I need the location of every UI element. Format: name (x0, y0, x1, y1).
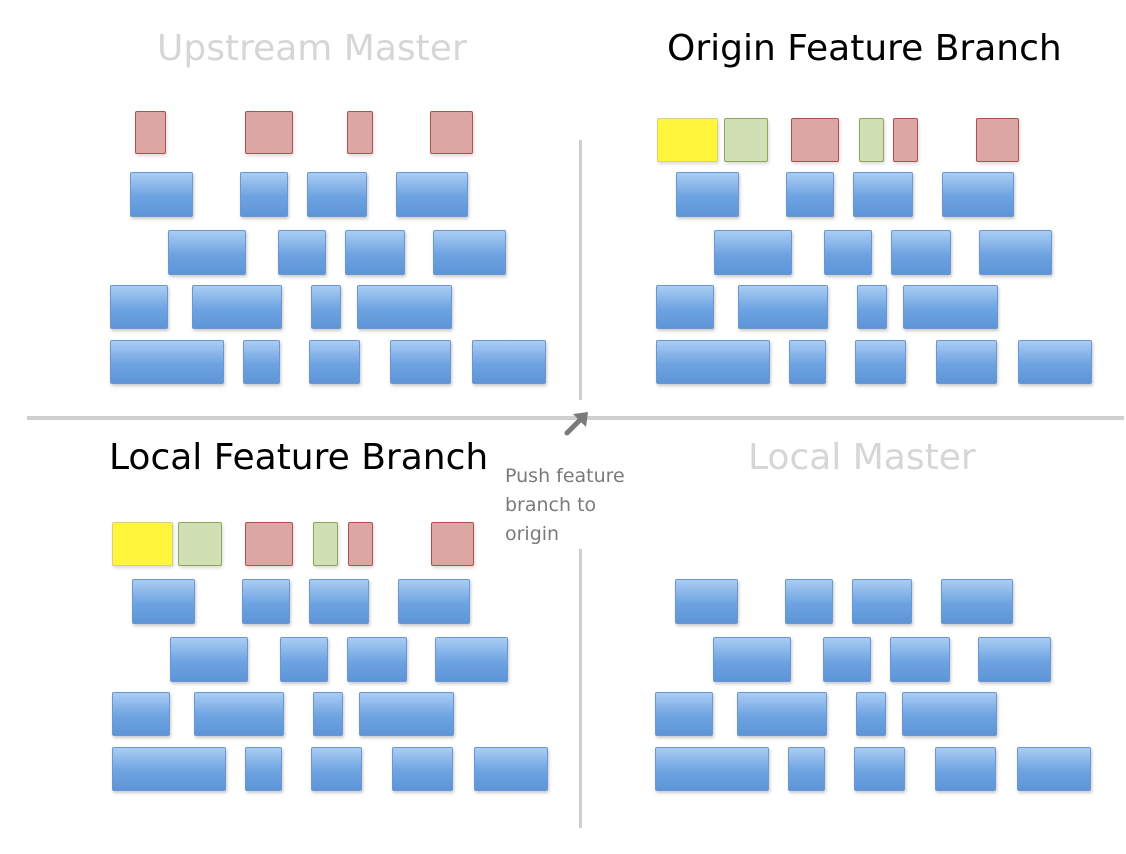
upstream-change-red-4 (430, 111, 473, 154)
upstream-change-red-1 (135, 111, 166, 154)
origin-commit-block-12 (903, 285, 998, 329)
origin-commit-block-3 (853, 172, 913, 217)
upstream-commit-block-17 (472, 340, 546, 384)
upstream-commit-block-2 (240, 172, 288, 217)
upstream-commit-block-1 (130, 172, 193, 217)
local-master-commit-block-14 (788, 747, 825, 791)
local-feature-change-red-5 (348, 522, 373, 566)
local-feature-change-red-6 (431, 522, 474, 566)
origin-commit-block-14 (789, 340, 826, 384)
upstream-change-red-2 (245, 111, 293, 154)
upstream-commit-block-13 (110, 340, 224, 384)
local-master-commit-block-5 (713, 637, 791, 682)
local-feature-commit-block-14 (245, 747, 282, 791)
local-master-commit-block-6 (823, 637, 871, 682)
push-feature-branch-label: Push feature branch to origin (505, 462, 655, 549)
upstream-commit-block-3 (307, 172, 367, 217)
upstream-commit-block-8 (433, 230, 506, 275)
origin-change-yellow-1 (657, 118, 718, 162)
local-master-commit-block-7 (890, 637, 950, 682)
local-feature-commit-block-11 (313, 692, 343, 736)
local-master-commit-block-3 (852, 579, 912, 624)
upstream-commit-block-5 (168, 230, 246, 275)
local-feature-change-yellow-1 (112, 522, 173, 566)
local-feature-commit-block-16 (392, 747, 453, 791)
local-feature-branch-title: Local Feature Branch (109, 437, 489, 478)
local-feature-commit-block-3 (309, 579, 369, 624)
local-master-commit-block-10 (737, 692, 827, 736)
upstream-commit-block-6 (278, 230, 326, 275)
local-feature-commit-block-6 (280, 637, 328, 682)
local-master-commit-block-13 (655, 747, 769, 791)
upstream-master-title: Upstream Master (157, 28, 467, 69)
origin-commit-block-8 (979, 230, 1052, 275)
origin-commit-block-5 (714, 230, 792, 275)
local-feature-commit-block-10 (194, 692, 284, 736)
origin-commit-block-15 (855, 340, 906, 384)
vertical-divider-top (579, 140, 582, 400)
local-master-commit-block-8 (978, 637, 1051, 682)
origin-change-red-5 (893, 118, 918, 162)
upstream-commit-block-10 (192, 285, 282, 329)
local-feature-commit-block-2 (242, 579, 290, 624)
upstream-commit-block-11 (311, 285, 341, 329)
local-feature-commit-block-15 (311, 747, 362, 791)
origin-commit-block-2 (786, 172, 834, 217)
upstream-change-red-3 (347, 111, 373, 154)
local-master-commit-block-2 (785, 579, 833, 624)
local-master-commit-block-15 (854, 747, 905, 791)
local-feature-commit-block-12 (359, 692, 454, 736)
local-feature-commit-block-7 (347, 637, 407, 682)
local-master-commit-block-11 (856, 692, 886, 736)
local-feature-change-green-4 (313, 522, 338, 566)
local-feature-commit-block-8 (435, 637, 508, 682)
origin-feature-branch-title: Origin Feature Branch (667, 28, 1062, 69)
upstream-commit-block-16 (390, 340, 451, 384)
upstream-commit-block-14 (243, 340, 280, 384)
local-feature-commit-block-5 (170, 637, 248, 682)
local-master-commit-block-1 (675, 579, 738, 624)
vertical-divider-bottom (579, 548, 582, 828)
local-feature-commit-block-1 (132, 579, 195, 624)
origin-change-red-6 (976, 118, 1019, 162)
upstream-commit-block-15 (309, 340, 360, 384)
local-feature-change-green-2 (178, 522, 222, 566)
local-master-commit-block-9 (655, 692, 713, 736)
origin-commit-block-4 (942, 172, 1014, 217)
local-master-commit-block-12 (902, 692, 997, 736)
local-feature-commit-block-9 (112, 692, 170, 736)
origin-commit-block-9 (656, 285, 714, 329)
local-master-title: Local Master (748, 437, 976, 478)
local-feature-change-red-3 (245, 522, 293, 566)
local-feature-commit-block-17 (474, 747, 548, 791)
upstream-commit-block-4 (396, 172, 468, 217)
origin-change-green-2 (724, 118, 768, 162)
origin-change-red-3 (791, 118, 839, 162)
origin-commit-block-11 (857, 285, 887, 329)
origin-commit-block-10 (738, 285, 828, 329)
local-master-commit-block-16 (935, 747, 996, 791)
origin-commit-block-16 (936, 340, 997, 384)
arrow-up-right-icon (564, 412, 588, 436)
upstream-commit-block-12 (357, 285, 452, 329)
origin-commit-block-1 (676, 172, 739, 217)
origin-commit-block-13 (656, 340, 770, 384)
local-feature-commit-block-4 (398, 579, 470, 624)
upstream-commit-block-9 (110, 285, 168, 329)
upstream-commit-block-7 (345, 230, 405, 275)
local-master-commit-block-4 (941, 579, 1013, 624)
horizontal-divider (27, 416, 1124, 420)
local-feature-commit-block-13 (112, 747, 226, 791)
origin-commit-block-6 (824, 230, 872, 275)
origin-commit-block-7 (891, 230, 951, 275)
local-master-commit-block-17 (1017, 747, 1091, 791)
origin-change-green-4 (859, 118, 884, 162)
origin-commit-block-17 (1018, 340, 1092, 384)
